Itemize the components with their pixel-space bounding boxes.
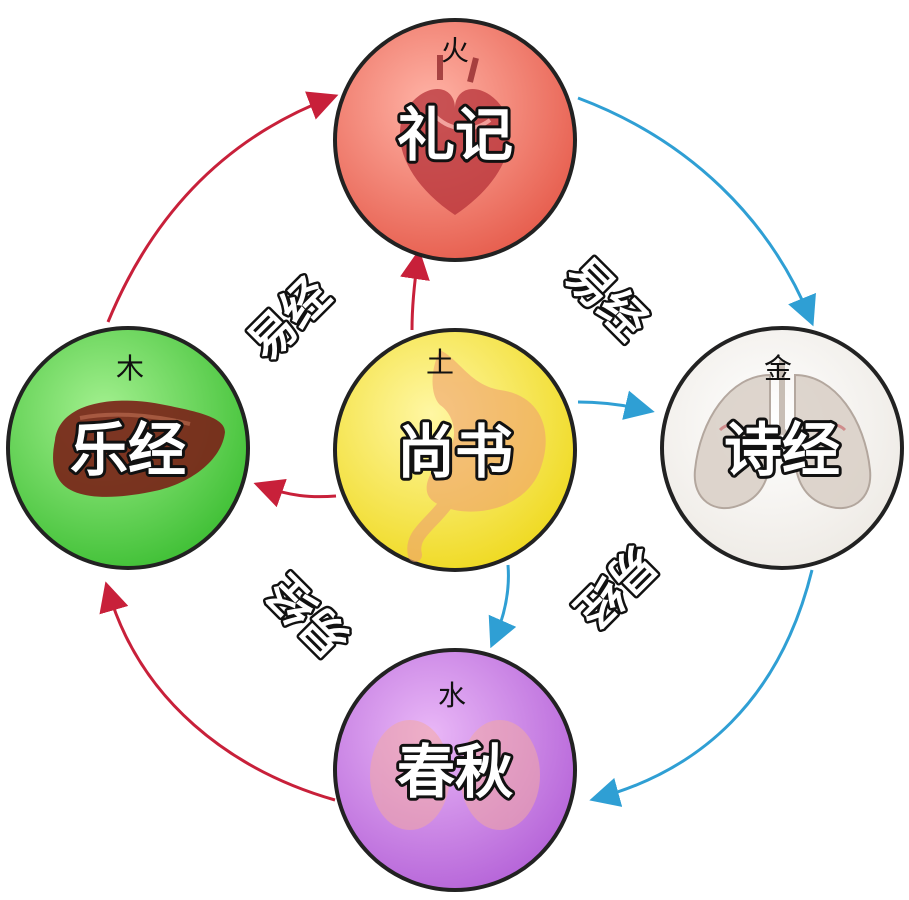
node-water: 水 春秋 bbox=[333, 648, 577, 892]
node-metal-element: 金 bbox=[764, 352, 792, 385]
node-fire: 火 礼记 bbox=[333, 18, 577, 262]
arrow-earth-to-fire bbox=[400, 249, 430, 331]
liver-icon bbox=[53, 400, 226, 497]
node-wood-element: 木 bbox=[116, 352, 144, 385]
arrow-wood-to-fire bbox=[106, 91, 339, 323]
heart-icon bbox=[399, 55, 511, 215]
arrow-fire-to-metal bbox=[577, 96, 816, 327]
node-fire-element: 火 bbox=[441, 34, 469, 67]
spoke-label-lower-left: 易经 bbox=[257, 565, 360, 668]
arrow-earth-to-water bbox=[488, 564, 517, 649]
node-wood-label: 乐经 bbox=[70, 416, 186, 484]
node-fire-label: 礼记 bbox=[397, 101, 513, 169]
lungs-icon bbox=[693, 360, 872, 510]
spoke-label-upper-right: 易经 bbox=[555, 247, 658, 350]
node-water-element: 水 bbox=[438, 679, 466, 712]
arrow-water-to-wood bbox=[99, 581, 336, 802]
node-earth-label: 尚书 bbox=[397, 418, 513, 486]
arrow-metal-to-water bbox=[589, 569, 814, 807]
arrow-earth-to-metal bbox=[577, 390, 655, 420]
node-earth-element: 土 bbox=[426, 346, 454, 379]
spoke-label-upper-left: 易经 bbox=[237, 267, 340, 370]
spoke-label-lower-right: 易经 bbox=[565, 535, 668, 638]
arrow-earth-to-wood bbox=[253, 478, 337, 508]
node-water-label: 春秋 bbox=[397, 738, 513, 806]
node-metal: 金 诗经 bbox=[660, 326, 904, 570]
node-earth: 土 尚书 bbox=[333, 328, 577, 572]
stomach-icon bbox=[407, 350, 546, 562]
kidneys-icon bbox=[370, 720, 540, 830]
node-metal-label: 诗经 bbox=[724, 416, 840, 484]
node-wood: 木 乐经 bbox=[6, 326, 250, 570]
